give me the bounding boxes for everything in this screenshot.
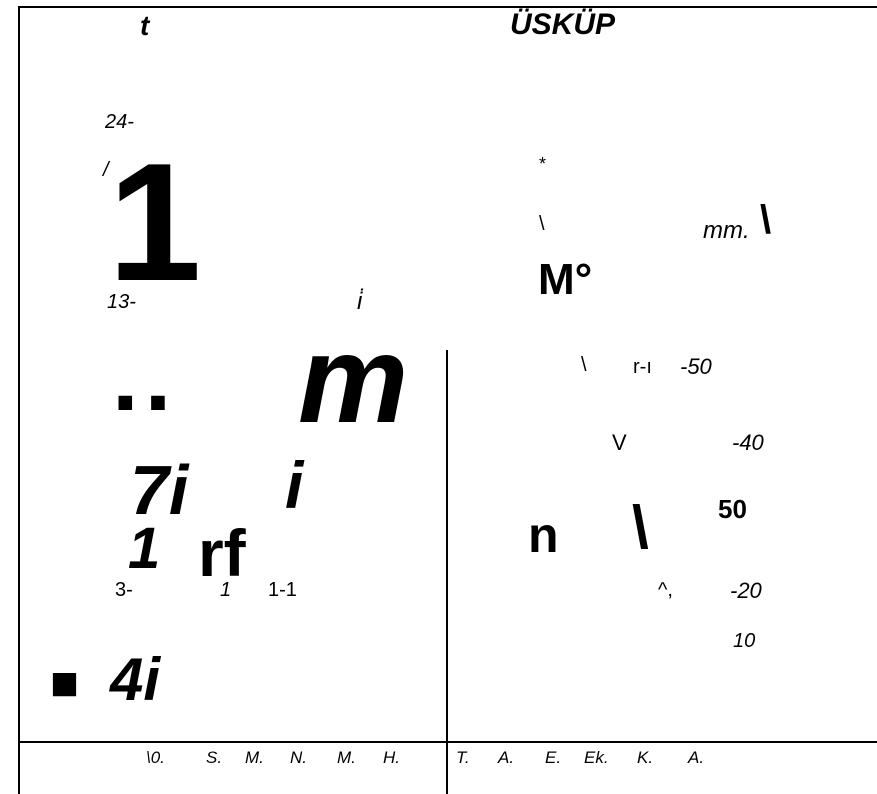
footer-right-label-3: E. — [545, 748, 562, 767]
center-divider — [446, 350, 448, 794]
big-one: 1 — [108, 128, 201, 316]
four-i: 4i — [110, 646, 161, 713]
slanted-i: i — [285, 448, 304, 522]
m-degree: M° — [538, 255, 593, 304]
scale-n: n — [528, 507, 559, 563]
header-left-mark: t — [140, 10, 150, 41]
scale-backslash: \ — [581, 354, 587, 376]
one-glyph: 1 — [128, 516, 161, 581]
scale-backslash-bold: \ — [632, 494, 649, 561]
scale-ten: 10 — [733, 630, 756, 652]
footer-left-label-6: H. — [383, 748, 400, 767]
dots-mark: .. — [112, 324, 178, 431]
footer-top-line — [18, 741, 877, 743]
slash-mark: / — [103, 159, 109, 181]
m-glyph: m — [298, 311, 409, 449]
footer-right-label-1: T. — [456, 748, 470, 767]
left-border — [18, 6, 20, 794]
rf-glyph: rf — [198, 516, 246, 590]
backslash-small: \ — [539, 213, 545, 235]
footer-left-label-5: M. — [337, 748, 356, 767]
scale-v: V — [612, 430, 627, 455]
header-title: ÜSKÜP — [510, 8, 616, 41]
footer-left-label-1: \0. — [146, 748, 165, 767]
mm-label: mm. — [703, 217, 750, 244]
square-mark: ■ — [50, 657, 79, 710]
footer-right-label-5: K. — [637, 748, 654, 767]
footer-left-label-3: M. — [245, 748, 264, 767]
tick-24: 24- — [105, 111, 134, 133]
footer-right-label-4: Ek. — [584, 748, 609, 767]
footer-left-label-2: S. — [206, 748, 223, 767]
star-mark: * — [539, 154, 547, 174]
scale-minus-50: -50 — [680, 354, 712, 379]
tick-3: 3- — [115, 579, 133, 601]
seven-i: 7i — [130, 451, 189, 529]
footer-left-label-4: N. — [290, 748, 307, 767]
scale-r-i: r-ı — [633, 356, 652, 378]
tick-13: 13- — [107, 291, 136, 313]
scale-fifty: 50 — [718, 494, 747, 524]
scale-minus-40: -40 — [732, 430, 764, 455]
footer-right-label-6: A. — [688, 748, 705, 767]
backslash-large: \ — [760, 198, 772, 242]
footer-right-label-2: A. — [498, 748, 515, 767]
one-dash-one: 1-1 — [268, 579, 297, 601]
scale-minus-20: -20 — [730, 578, 762, 603]
scale-caret: ^, — [658, 579, 673, 601]
small-one: 1 — [220, 579, 232, 601]
dotted-i: i̇ — [357, 288, 363, 315]
top-border — [18, 6, 877, 8]
